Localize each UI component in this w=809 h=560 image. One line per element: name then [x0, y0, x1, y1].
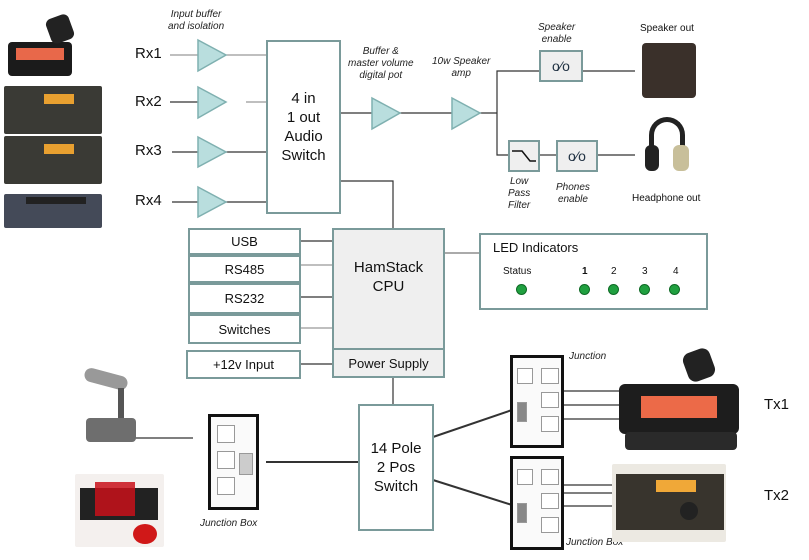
cpu-label: HamStack CPU: [353, 259, 424, 295]
rx3-label: Rx3: [135, 142, 162, 159]
led-title: LED Indicators: [493, 240, 579, 255]
usb-label: USB: [231, 234, 258, 249]
led-2-label: 2: [611, 266, 617, 277]
led-2-icon: [608, 284, 619, 295]
rx1-radio-image: [8, 12, 76, 78]
left-junction-box: [208, 414, 259, 510]
junction-tx1-label: Junction: [569, 351, 607, 362]
rx2-label: Rx2: [135, 93, 162, 110]
cpu-block: HamStack CPU: [332, 228, 445, 350]
buffer-label: Buffer & master volume digital pot: [348, 46, 414, 81]
wire-to-speaker-enable: [496, 70, 539, 113]
rs232-block: RS232: [188, 283, 301, 314]
buffer-amp-icon: [371, 96, 402, 131]
rx4-label: Rx4: [135, 192, 162, 209]
tx2-radio-image: [612, 464, 726, 542]
audio-switch-label: 4 in 1 out Audio Switch: [281, 90, 326, 164]
tx1-radio-image: [615, 346, 741, 454]
led-1-icon: [579, 284, 590, 295]
rs485-block: RS485: [188, 255, 301, 283]
led-1-label: 1: [582, 266, 588, 277]
input-buffer-rx3-icon: [197, 135, 228, 169]
rx3-radio-image: [4, 136, 102, 184]
input-buffer-rx4-icon: [197, 185, 228, 219]
headphone-out-label: Headphone out: [632, 193, 701, 204]
power-supply-block: Power Supply: [332, 348, 445, 378]
led-3-icon: [639, 284, 650, 295]
wire-to-lpf: [496, 113, 508, 156]
junction-box-tx2: [510, 456, 564, 550]
led-indicators-panel: LED Indicators Status 1 2 3 4: [479, 233, 708, 310]
wire-switch-cpu: [340, 180, 394, 228]
led-3-label: 3: [642, 266, 648, 277]
amp-label: 10w Speaker amp: [432, 56, 491, 79]
input-buffer-label: Input buffer and isolation: [168, 9, 225, 32]
low-pass-icon: [512, 150, 536, 162]
junction-box-tx1: [510, 355, 564, 448]
audio-switch-block: 4 in 1 out Audio Switch: [266, 40, 341, 214]
tx1-label: Tx1: [764, 396, 790, 413]
input-buffer-rx1-icon: [197, 38, 228, 73]
tx-switch-block: 14 Pole 2 Pos Switch: [358, 404, 434, 531]
phones-enable-label: Phones enable: [556, 182, 590, 205]
junction-tx2-label: Junction Box: [566, 537, 624, 548]
microphone-image: [80, 366, 160, 448]
low-pass-label: Low Pass Filter: [508, 176, 531, 211]
led-status-icon: [516, 284, 527, 295]
tx2-label: Tx2: [764, 487, 790, 504]
phones-enable-switch[interactable]: o⁄o: [556, 140, 598, 172]
switches-label: Switches: [218, 321, 271, 337]
low-pass-filter-block: [508, 140, 540, 172]
tx-switch-label: 14 Pole 2 Pos Switch: [370, 440, 422, 495]
input-buffer-rx2-icon: [197, 85, 228, 120]
morse-key-image: [75, 474, 164, 547]
power-input-label: +12v Input: [212, 357, 275, 372]
led-status-label: Status: [503, 266, 532, 277]
rx1-label: Rx1: [135, 45, 162, 62]
switch-icon: o⁄o: [552, 58, 570, 74]
speaker-image: [642, 43, 696, 98]
power-input-block: +12v Input: [186, 350, 301, 379]
power-supply-label: Power Supply: [348, 355, 429, 371]
led-4-icon: [669, 284, 680, 295]
switches-block: Switches: [188, 314, 301, 344]
rs232-label: RS232: [224, 291, 265, 306]
rx4-radio-image: [4, 194, 102, 228]
speaker-enable-label: Speaker enable: [538, 22, 576, 45]
headphones-image: [645, 115, 689, 180]
wire-switch-junction2: [432, 479, 513, 506]
usb-block: USB: [188, 228, 301, 255]
speaker-out-label: Speaker out: [640, 23, 694, 34]
wire-switch-junction1: [432, 409, 513, 438]
speaker-enable-switch[interactable]: o⁄o: [539, 50, 583, 82]
switch-icon: o⁄o: [568, 148, 586, 164]
rs485-label: RS485: [224, 261, 265, 277]
speaker-amp-icon: [451, 96, 482, 131]
rx2-radio-image: [4, 86, 102, 134]
left-junction-label: Junction Box: [200, 518, 258, 529]
led-4-label: 4: [673, 266, 679, 277]
